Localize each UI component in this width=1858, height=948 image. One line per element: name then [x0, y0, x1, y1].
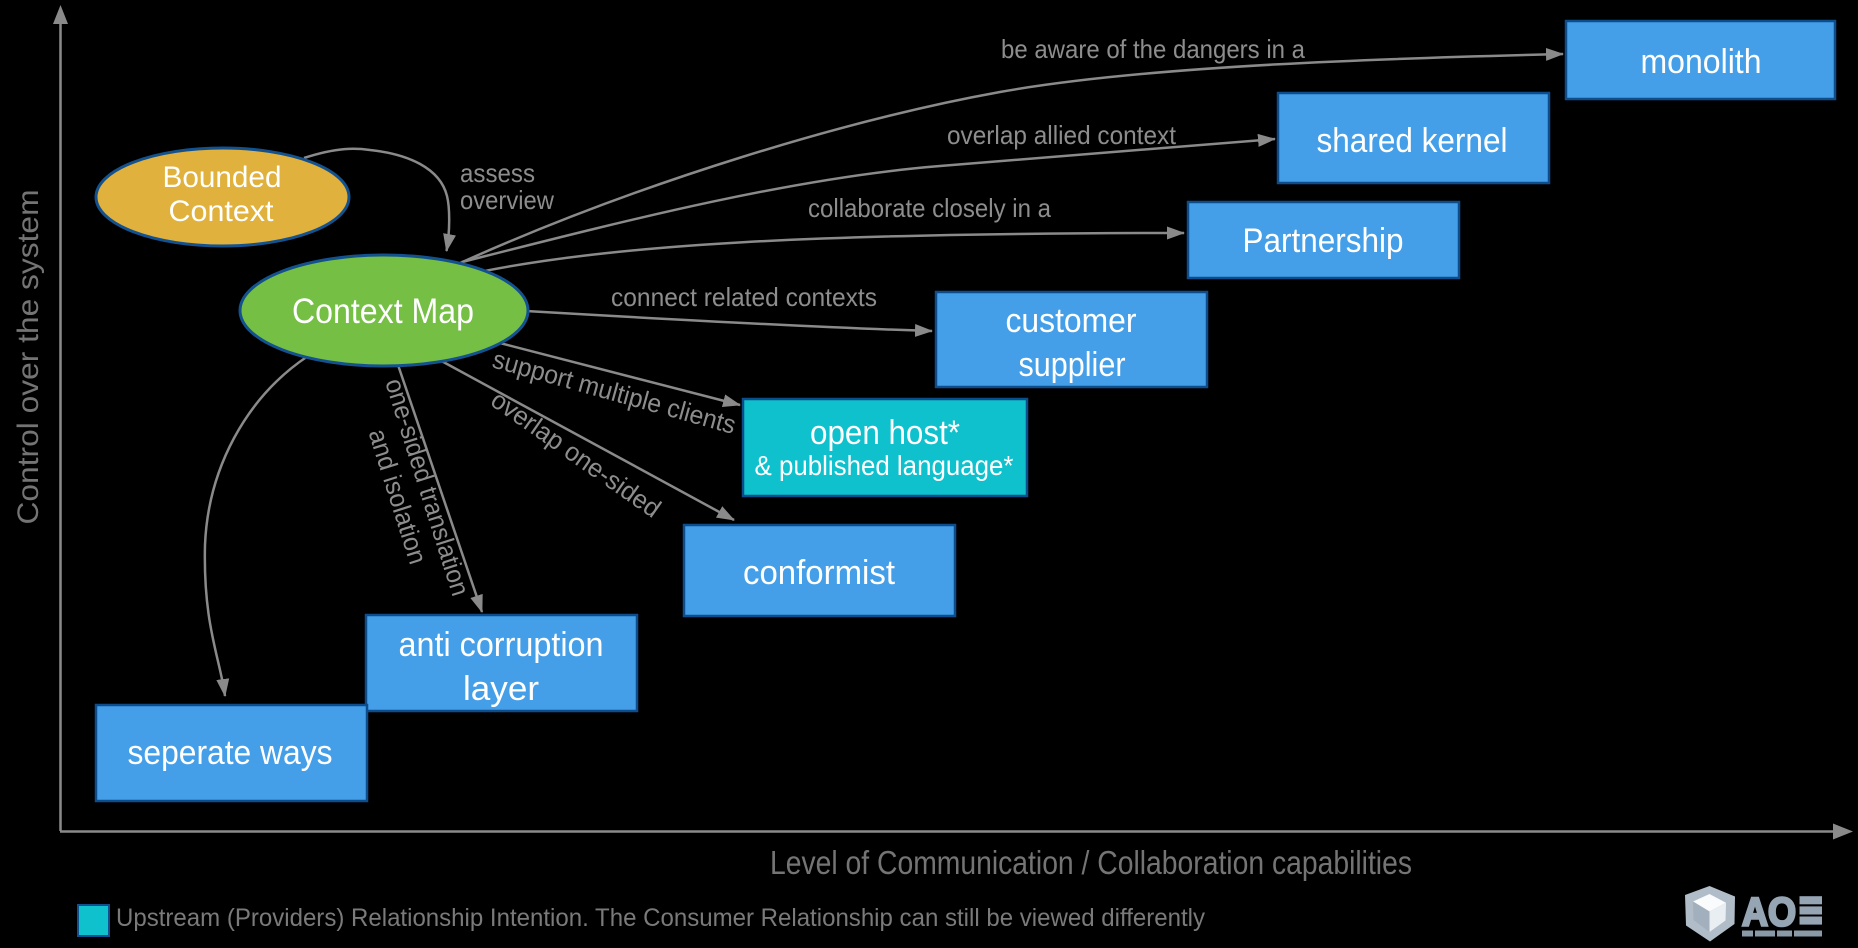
svg-text:AO: AO	[1742, 891, 1796, 935]
svg-text:layer: layer	[463, 670, 539, 708]
svg-text:supplier: supplier	[1019, 346, 1126, 384]
svg-text:assess: assess	[460, 158, 535, 188]
svg-text:seperate ways: seperate ways	[128, 734, 333, 772]
svg-text:Context Map: Context Map	[292, 292, 474, 331]
svg-text:Upstream (Providers) Relations: Upstream (Providers) Relationship Intent…	[116, 904, 1205, 932]
svg-text:connect related contexts: connect related contexts	[611, 282, 877, 312]
svg-text:monolith: monolith	[1641, 43, 1762, 81]
svg-text:conformist: conformist	[743, 554, 896, 592]
svg-text:& published language*: & published language*	[755, 450, 1014, 481]
svg-text:Bounded: Bounded	[163, 161, 282, 194]
svg-text:anti corruption: anti corruption	[399, 626, 604, 664]
svg-text:Partnership: Partnership	[1243, 222, 1404, 260]
svg-text:Control over the system: Control over the system	[12, 190, 45, 525]
svg-text:collaborate closely in a: collaborate closely in a	[808, 193, 1051, 223]
svg-text:overlap allied context: overlap allied context	[947, 120, 1177, 150]
svg-text:overview: overview	[460, 185, 554, 215]
svg-text:customer: customer	[1006, 302, 1137, 340]
svg-text:Level of Communication / Colla: Level of Communication / Collaboration c…	[770, 844, 1412, 881]
svg-text:be aware of the dangers in a: be aware of the dangers in a	[1001, 34, 1305, 64]
svg-text:shared kernel: shared kernel	[1317, 122, 1508, 160]
svg-text:open host*: open host*	[810, 414, 960, 452]
svg-text:Context: Context	[169, 195, 275, 228]
